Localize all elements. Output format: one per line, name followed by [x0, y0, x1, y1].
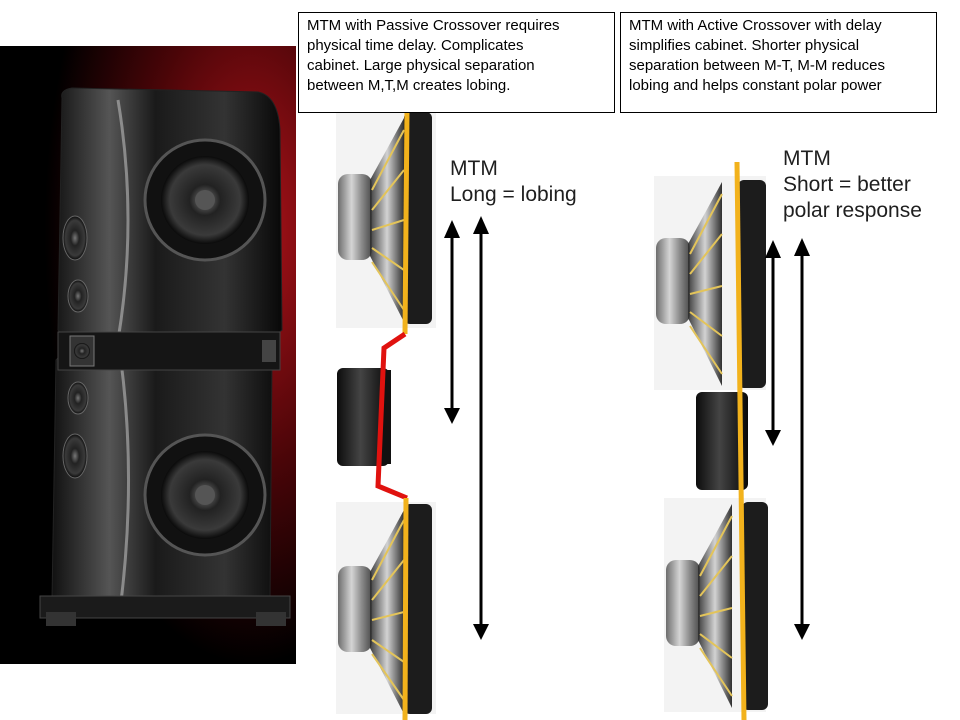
passive-note-line-2: physical time delay. Complicates: [307, 37, 524, 54]
right-baffle: [734, 161, 747, 720]
right-mtm-label: MTM Short = better polar response: [783, 146, 922, 224]
right-label-line-2: Short = better: [783, 173, 911, 196]
right-upper-driver: [654, 176, 766, 390]
active-crossover-note: MTM with Active Crossover with delay sim…: [620, 12, 937, 113]
passive-note-line-3: cabinet. Large physical separation: [307, 57, 535, 74]
active-note-line-1: MTM with Active Crossover with delay: [629, 17, 882, 34]
right-arrow-long: [794, 238, 810, 640]
left-label-line-2: Long = lobing: [450, 183, 577, 206]
left-tweeter: [337, 368, 391, 466]
left-label-line-1: MTM: [450, 157, 498, 180]
passive-crossover-note: MTM with Passive Crossover requires phys…: [298, 12, 615, 113]
right-label-line-1: MTM: [783, 147, 831, 170]
left-mtm-label: MTM Long = lobing: [450, 156, 577, 208]
left-arrow-long: [473, 216, 489, 640]
right-lower-driver: [664, 498, 768, 712]
left-arrow-short: [444, 220, 460, 424]
left-baffle-upper: [402, 109, 410, 335]
active-note-line-2: simplifies cabinet. Shorter physical: [629, 37, 860, 54]
left-baffle-lower: [402, 497, 409, 720]
left-lower-driver: [336, 502, 436, 714]
passive-note-line-1: MTM with Passive Crossover requires: [307, 17, 560, 34]
right-arrow-short: [765, 240, 781, 446]
right-tweeter: [696, 392, 748, 490]
left-baffle-stepped-delay: [375, 331, 408, 501]
active-note-line-3: separation between M-T, M-M reduces: [629, 57, 885, 74]
left-upper-driver: [336, 110, 436, 328]
right-label-line-3: polar response: [783, 199, 922, 222]
active-note-line-4: lobing and helps constant polar power: [629, 77, 882, 94]
passive-note-line-4: between M,T,M creates lobing.: [307, 77, 511, 94]
